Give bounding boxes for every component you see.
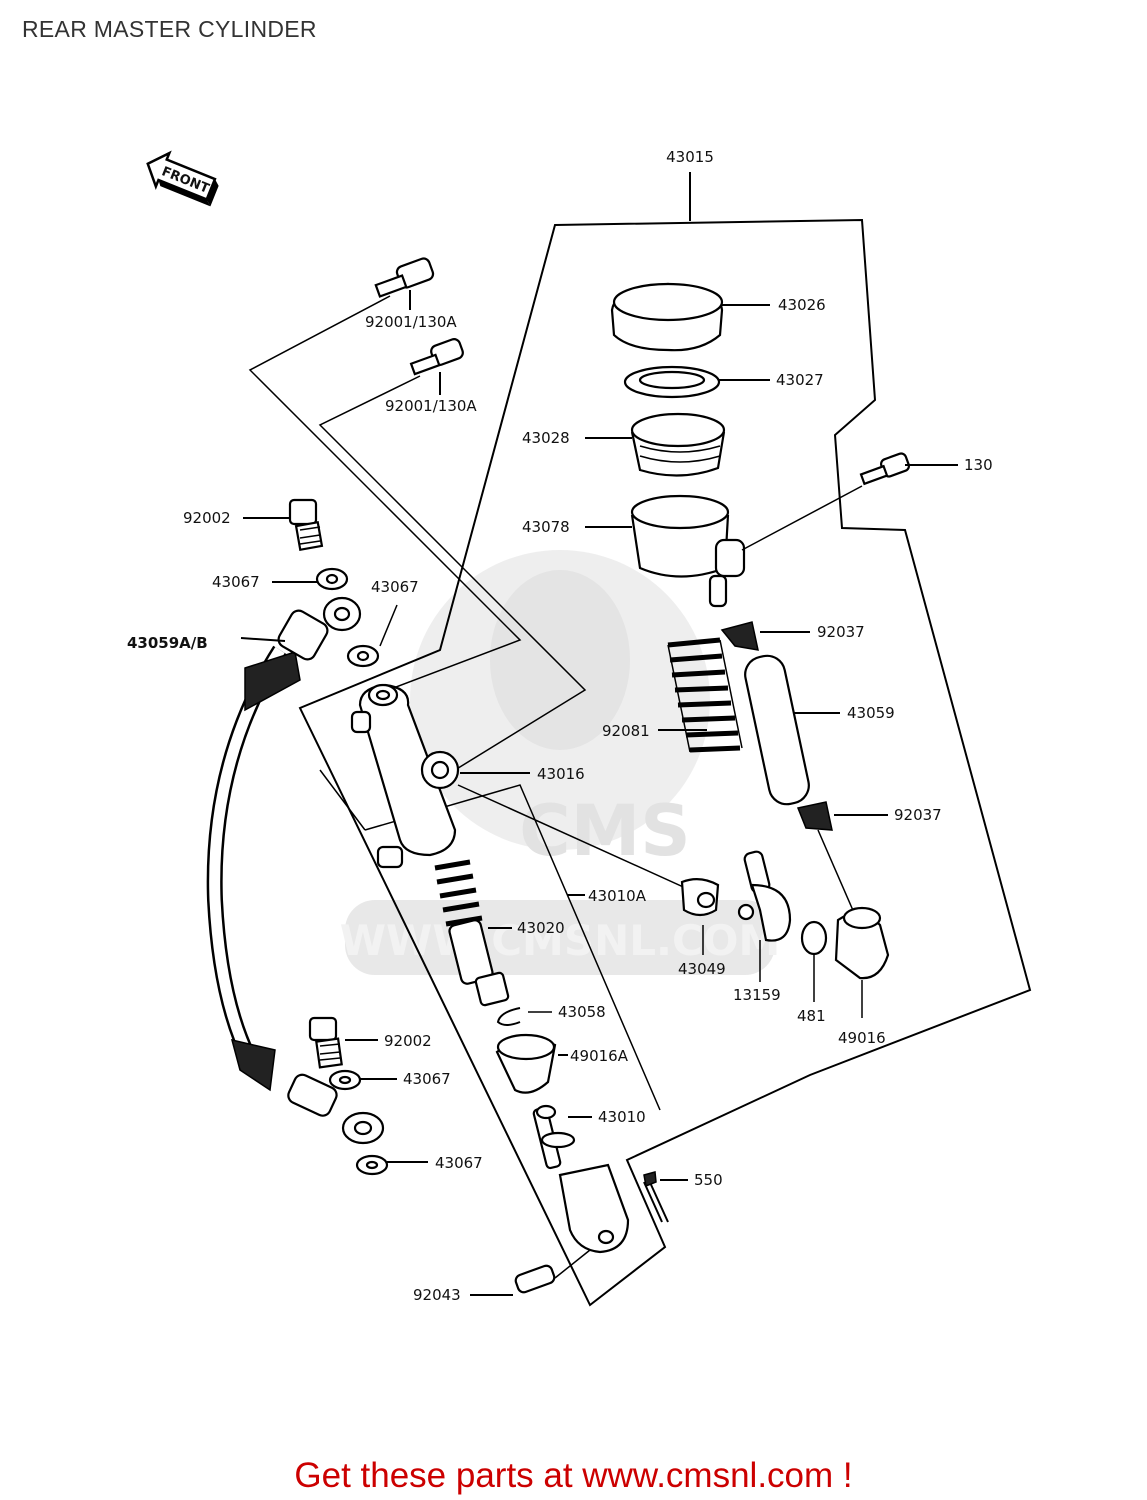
grommet-43049 <box>680 878 720 917</box>
banjo-bolt-92002-top <box>288 498 324 552</box>
label-92002-top: 92002 <box>183 509 231 527</box>
label-130: 130 <box>964 456 993 474</box>
fitting-13159 <box>737 850 792 942</box>
screw-130 <box>859 452 910 486</box>
label-550: 550 <box>694 1171 723 1189</box>
label-43010a: 43010A <box>588 887 647 905</box>
label-43067-c: 43067 <box>403 1070 451 1088</box>
clamp-92037-top <box>720 621 759 651</box>
label-92001-top: 92001/130A <box>365 313 457 331</box>
bolt-92001-bottom <box>409 338 464 376</box>
cap-43026 <box>610 282 724 352</box>
dust-boot-49016a <box>495 1033 557 1094</box>
label-49016: 49016 <box>838 1029 886 1047</box>
label-43027: 43027 <box>776 371 824 389</box>
label-92001-bottom: 92001/130A <box>385 397 477 415</box>
watermark: WWW.CMSNL.COM CMS <box>340 550 780 975</box>
label-92037-bottom: 92037 <box>894 806 942 824</box>
banjo-bolt-92002-bottom <box>308 1016 343 1069</box>
cylinder-body-43016 <box>350 683 460 869</box>
pin-92043 <box>514 1264 556 1294</box>
label-49016a: 49016A <box>570 1047 629 1065</box>
label-92043: 92043 <box>413 1286 461 1304</box>
label-43016: 43016 <box>537 765 585 783</box>
leader-lines <box>240 290 958 1296</box>
reservoir-hose-43059 <box>744 654 810 806</box>
label-92081: 92081 <box>602 722 650 740</box>
label-43078: 43078 <box>522 518 570 536</box>
clamp-92037-bottom <box>796 801 833 831</box>
label-43010: 43010 <box>598 1108 646 1126</box>
label-43026: 43026 <box>778 296 826 314</box>
spring-92081 <box>667 637 743 753</box>
label-43020: 43020 <box>517 919 565 937</box>
piston-43020 <box>434 859 510 1007</box>
joint-49016 <box>834 906 890 980</box>
push-rod-43010 <box>532 1104 630 1254</box>
page-title: REAR MASTER CYLINDER <box>22 16 317 42</box>
footer-link-text[interactable]: Get these parts at www.cmsnl.com ! <box>294 1456 853 1495</box>
label-43059: 43059 <box>847 704 895 722</box>
circlip-43058 <box>496 1007 521 1026</box>
brake-hose-43059ab <box>206 596 385 1145</box>
label-13159: 13159 <box>733 986 781 1004</box>
label-43067-a: 43067 <box>212 573 260 591</box>
label-481: 481 <box>797 1007 826 1025</box>
bolt-92001-top <box>374 257 435 298</box>
label-43067-d: 43067 <box>435 1154 483 1172</box>
circlip-481 <box>800 920 828 956</box>
reservoir-43078 <box>630 494 746 608</box>
part-labels: 43015 43026 43027 43028 130 43078 92001/… <box>127 148 993 1304</box>
svg-text:CMS: CMS <box>519 790 690 872</box>
front-arrow-icon: FRONT <box>146 150 219 207</box>
label-92037-top: 92037 <box>817 623 865 641</box>
label-43058: 43058 <box>558 1003 606 1021</box>
label-43028: 43028 <box>522 429 570 447</box>
label-92002-bottom: 92002 <box>384 1032 432 1050</box>
label-43015: 43015 <box>666 148 714 166</box>
label-43049: 43049 <box>678 960 726 978</box>
label-43059ab: 43059A/B <box>127 634 208 652</box>
cotter-pin-550 <box>643 1171 669 1223</box>
diaphragm-43028 <box>630 412 726 477</box>
plate-43027 <box>623 365 721 399</box>
label-43067-b: 43067 <box>371 578 419 596</box>
